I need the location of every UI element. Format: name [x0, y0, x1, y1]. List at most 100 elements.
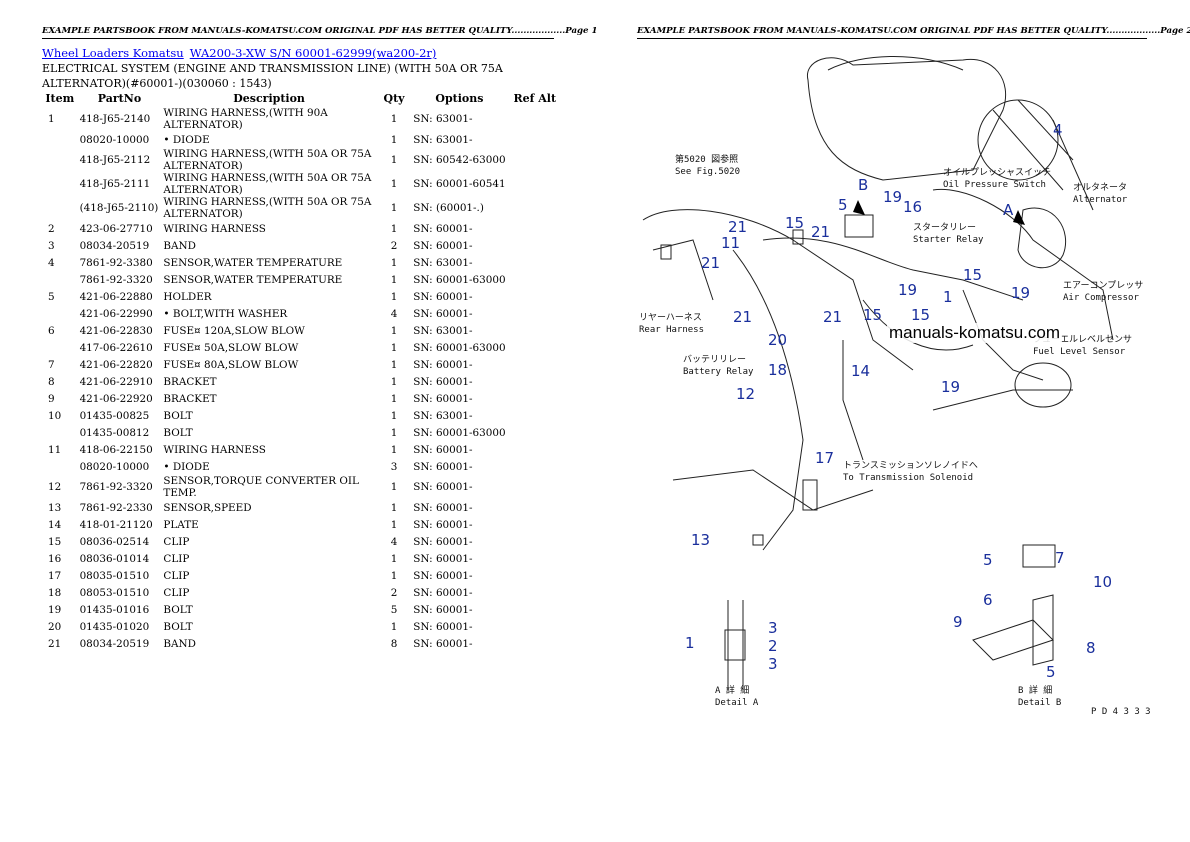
- cell-part: 01435-01016: [79, 603, 150, 616]
- col-header-item: Item: [45, 92, 75, 105]
- cell-item: 17: [48, 569, 62, 582]
- label-starter-jp: スタータリレー: [913, 222, 976, 233]
- fuel-harness-wire: [962, 289, 1044, 381]
- cell-opt: SN: 60001-: [413, 569, 473, 582]
- cell-qty: 1: [390, 290, 398, 303]
- callout-15: 15: [785, 214, 804, 232]
- cell-item: 6: [48, 324, 55, 337]
- callout-1: 1: [943, 288, 953, 306]
- cell-opt: SN: 60001-: [413, 358, 473, 371]
- label-detail-a: Detail A: [715, 698, 759, 708]
- cell-qty: 1: [390, 569, 398, 582]
- label-see-fig-jp: 第5020 図参照: [675, 153, 738, 165]
- callout-14: 14: [851, 362, 870, 380]
- cell-item: 18: [48, 586, 62, 599]
- cell-ref: [508, 601, 562, 618]
- alternator-body: [1017, 207, 1067, 269]
- callout-5: 5: [983, 551, 993, 569]
- cell-desc: WIRING HARNESS,(WITH 50A OR 75A ALTERNAT…: [163, 148, 372, 172]
- cell-qty: 1: [390, 222, 398, 235]
- cell-opt: SN: 60001-: [413, 586, 473, 599]
- cell-qty: 5: [390, 603, 398, 616]
- connector: [660, 244, 672, 260]
- harness-14: [842, 340, 864, 461]
- callout-15: 15: [963, 266, 982, 284]
- cell-part: 421-06-22910: [79, 375, 153, 388]
- drawing-number: P D 4 3 3 3 6: [1091, 707, 1153, 717]
- cell-desc: SENSOR,WATER TEMPERATURE: [163, 273, 343, 286]
- cell-desc: BOLT: [163, 603, 193, 616]
- cell-ref: [508, 356, 562, 373]
- cell-item: 21: [48, 637, 62, 650]
- callout-19: 19: [883, 188, 902, 206]
- cell-item: 16: [48, 552, 62, 565]
- cell-desc: WIRING HARNESS,(WITH 90A ALTERNATOR): [163, 107, 328, 131]
- cell-item: [42, 172, 78, 196]
- breadcrumb-link-model[interactable]: WA200-3-XW S/N 60001-62999(wa200-2r): [189, 46, 437, 60]
- page-2: EXAMPLE PARTSBOOK FROM MANUALS-KOMATSU.C…: [595, 0, 1190, 842]
- callout-3: 3: [768, 619, 778, 637]
- cell-opt: SN: 63001-: [413, 113, 473, 125]
- cell-item: 12: [48, 481, 62, 493]
- cell-opt: SN: 60001-: [413, 290, 473, 303]
- cell-part: 01435-00812: [79, 426, 150, 439]
- label-alternator: Alternator: [1073, 195, 1128, 205]
- cell-qty: 1: [390, 154, 398, 166]
- cell-part: 418-01-21120: [79, 518, 153, 531]
- cell-opt: SN: 60001-: [413, 552, 473, 565]
- cell-part: 421-06-22820: [79, 358, 153, 371]
- callout-10: 10: [1093, 573, 1112, 591]
- cell-part: 7861-92-3320: [79, 481, 153, 493]
- cell-qty: 1: [390, 256, 398, 269]
- breadcrumb-link-category[interactable]: Wheel Loaders Komatsu: [42, 46, 184, 60]
- cell-desc: • DIODE: [163, 460, 210, 473]
- cell-opt: SN: (60001-.): [413, 202, 484, 214]
- cell-ref: [508, 237, 562, 254]
- detail-b-bracket-8: [1032, 594, 1054, 666]
- cell-item: [42, 196, 78, 220]
- cell-ref: [508, 172, 562, 196]
- label-rear-harness: Rear Harness: [639, 325, 704, 335]
- cell-part: 7861-92-2330: [79, 501, 153, 514]
- fuel-sensor-outline: [1014, 362, 1072, 408]
- cell-desc: FUSE¤ 120A,SLOW BLOW: [163, 324, 305, 337]
- cell-ref: [508, 305, 562, 322]
- cell-part: 08035-01510: [79, 569, 150, 582]
- cell-desc: WIRING HARNESS,(WITH 50A OR 75A ALTERNAT…: [163, 196, 372, 220]
- cell-ref: [508, 322, 562, 339]
- callout-21: 21: [701, 254, 720, 272]
- label-oil-pressure: Oil Pressure Switch: [943, 180, 1046, 190]
- cell-desc: BRACKET: [163, 375, 217, 388]
- cell-qty: 4: [390, 535, 398, 548]
- cell-desc: BOLT: [163, 409, 193, 422]
- cell-ref: [508, 516, 562, 533]
- cell-part: 08036-02514: [79, 535, 150, 548]
- detail-a-shaft: [727, 600, 744, 690]
- cell-opt: SN: 60001-: [413, 239, 473, 252]
- cell-ref: [508, 288, 562, 305]
- cell-part: 01435-00825: [79, 409, 150, 422]
- arrow-a-icon: [1013, 210, 1025, 225]
- label-battery: Battery Relay: [683, 367, 754, 377]
- cell-desc: BAND: [163, 239, 196, 252]
- callout-18: 18: [768, 361, 787, 379]
- cell-ref: [508, 441, 562, 458]
- detail-b-bracket-9: [972, 619, 1054, 661]
- middle-harness-wire: [862, 299, 974, 351]
- label-trans: To Transmission Solenoid: [843, 473, 973, 483]
- cell-ref: [508, 131, 562, 148]
- cell-opt: SN: 60001-63000: [413, 426, 506, 439]
- cell-opt: SN: 63001-: [413, 256, 473, 269]
- callout-21: 21: [733, 308, 752, 326]
- cell-item: 14: [48, 518, 62, 531]
- lower-frame-right: [932, 389, 1073, 411]
- upper-harness-wire: [762, 237, 1024, 301]
